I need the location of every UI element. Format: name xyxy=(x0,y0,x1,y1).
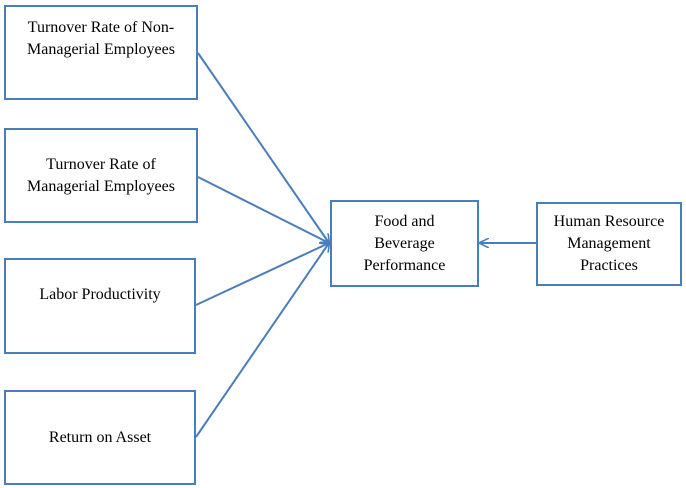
arrow-turnover-non-managerial-to-performance xyxy=(197,52,329,243)
box-turnover-rate-non-managerial: Turnover Rate of Non- Managerial Employe… xyxy=(4,5,198,100)
box-food-beverage-performance: Food and Beverage Performance xyxy=(330,200,479,287)
box-return-on-asset: Return on Asset xyxy=(4,390,196,485)
box-label-turnover-managerial: Turnover Rate of Managerial Employees xyxy=(27,155,175,195)
box-label-return-on-asset: Return on Asset xyxy=(48,428,152,446)
arrow-labor-productivity-to-performance xyxy=(195,243,329,306)
box-label-fb-performance: Food and Beverage Performance xyxy=(363,212,446,274)
box-turnover-rate-managerial: Turnover Rate of Managerial Employees xyxy=(4,128,198,223)
box-label-hrm-practices: Human Resource Management Practices xyxy=(553,213,665,274)
arrow-turnover-managerial-to-performance xyxy=(197,176,329,243)
box-label-turnover-non-managerial: Turnover Rate of Non- Managerial Employe… xyxy=(27,19,175,58)
box-hrm-practices: Human Resource Management Practices xyxy=(536,202,682,286)
box-labor-productivity: Labor Productivity xyxy=(4,258,196,354)
arrow-return-on-asset-to-performance xyxy=(195,243,329,438)
box-label-labor-productivity: Labor Productivity xyxy=(39,286,161,303)
